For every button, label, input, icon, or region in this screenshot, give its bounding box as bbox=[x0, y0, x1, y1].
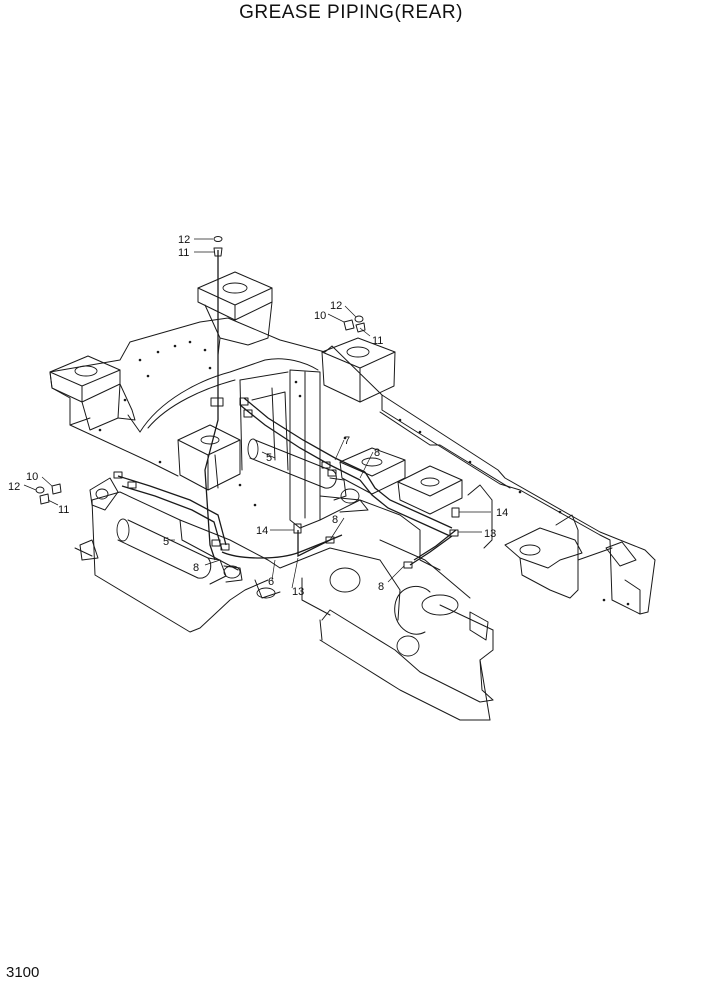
callout-11-top: 11 bbox=[178, 247, 189, 259]
center-lower-body bbox=[299, 499, 471, 635]
center-box bbox=[177, 424, 241, 491]
callout-8-left: 8 bbox=[193, 562, 199, 574]
right-frame-bracket bbox=[339, 447, 463, 515]
grease-pipes bbox=[117, 250, 457, 566]
right-top-mount bbox=[321, 337, 396, 403]
left-lower-body bbox=[74, 491, 301, 633]
top-center-mount bbox=[197, 271, 273, 356]
frame-holes bbox=[98, 340, 630, 606]
callout-11-right: 11 bbox=[372, 335, 383, 347]
callout-5-center: 5 bbox=[266, 452, 272, 464]
callout-14-right: 14 bbox=[496, 507, 508, 519]
page-number: 3100 bbox=[6, 964, 40, 981]
callout-5-left: 5 bbox=[163, 536, 169, 548]
callout-labels: 12 11 12 10 11 10 12 11 7 8 5 8 14 13 14… bbox=[8, 234, 508, 598]
callout-12-right: 12 bbox=[330, 300, 342, 312]
fittings bbox=[113, 397, 460, 569]
lower-track-frame bbox=[319, 604, 494, 721]
callout-6: 6 bbox=[268, 576, 274, 588]
callout-10-left: 10 bbox=[26, 471, 38, 483]
diagram-title: GREASE PIPING(REAR) bbox=[239, 2, 463, 23]
callout-10-right: 10 bbox=[314, 310, 326, 322]
callout-8-upper: 8 bbox=[374, 447, 380, 459]
callout-11-left: 11 bbox=[58, 504, 69, 516]
callout-14-center: 14 bbox=[256, 525, 268, 537]
callout-8-lower: 8 bbox=[378, 581, 384, 593]
leader-lines bbox=[23, 238, 491, 589]
callout-8-center: 8 bbox=[332, 514, 338, 526]
callout-12-left: 12 bbox=[8, 481, 20, 493]
left-mount-block bbox=[49, 355, 136, 431]
callout-12-top: 12 bbox=[178, 234, 190, 246]
callout-7: 7 bbox=[344, 435, 350, 447]
center-cylinder bbox=[247, 438, 369, 513]
central-column bbox=[239, 369, 321, 529]
callout-13-right: 13 bbox=[484, 528, 496, 540]
grease-nipples bbox=[35, 236, 366, 505]
left-pivot-bracket bbox=[79, 477, 119, 561]
left-cylinder bbox=[116, 518, 243, 585]
callout-13-lower: 13 bbox=[292, 586, 304, 598]
